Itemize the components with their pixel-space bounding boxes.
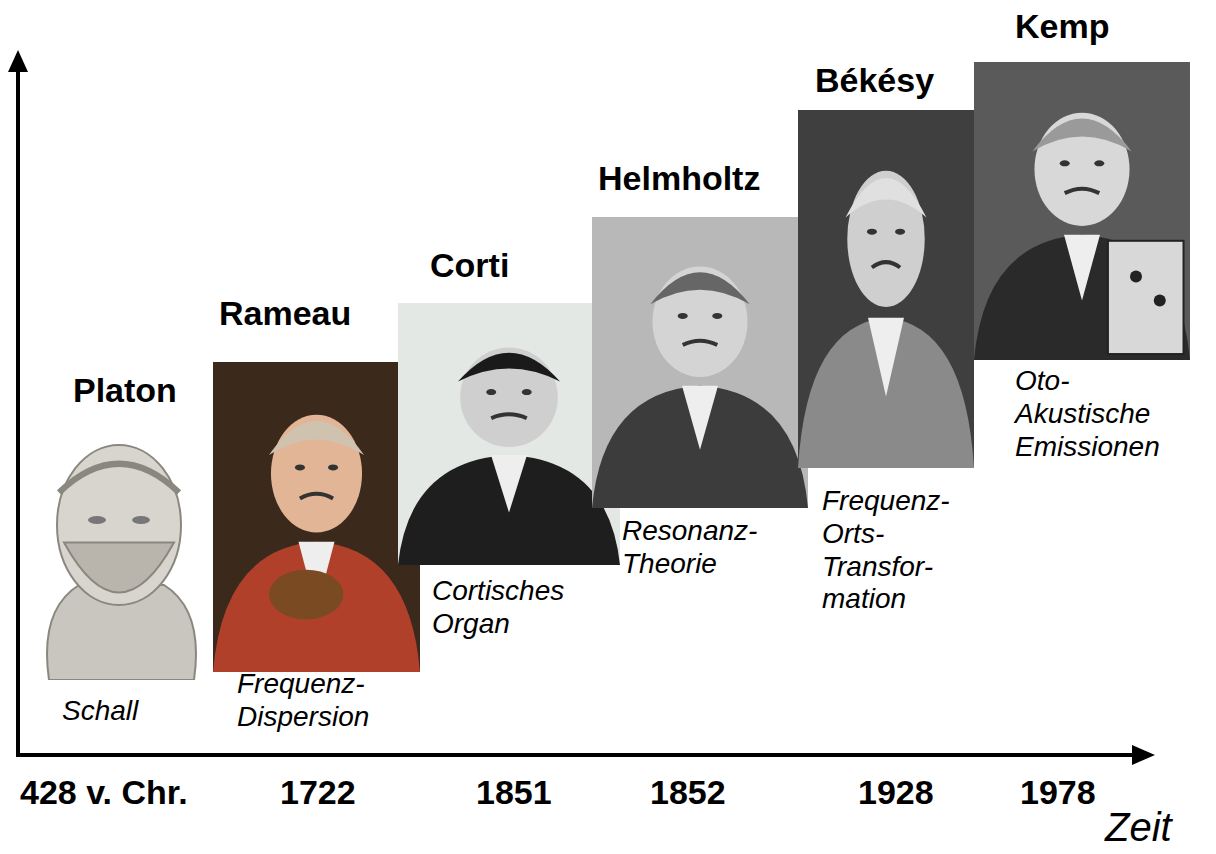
topic-caption: Oto- Akustische Emissionen (1015, 365, 1160, 463)
topic-caption: Frequenz- Orts- Transfor- mation (822, 485, 950, 616)
year-label: 428 v. Chr. (20, 774, 188, 811)
year-label: 1852 (650, 774, 726, 811)
year-label: 1722 (280, 774, 356, 811)
person-name: Békésy (815, 62, 934, 99)
year-label: 1928 (858, 774, 934, 811)
year-label: 1978 (1020, 774, 1096, 811)
portrait-box: KempOto- Akustische Emissionen (974, 62, 1190, 360)
person-name: Helmholtz (598, 160, 760, 197)
portrait-picture (25, 430, 213, 680)
portrait-box: HelmholtzResonanz- Theorie (592, 217, 808, 508)
axis-arrowhead (8, 50, 28, 72)
portrait-picture (213, 362, 420, 672)
person-name: Rameau (219, 295, 351, 332)
topic-caption: Schall (62, 695, 138, 728)
topic-caption: Frequenz- Dispersion (237, 668, 369, 734)
topic-caption: Cortisches Organ (432, 575, 564, 641)
portrait-box: CortiCortisches Organ (398, 303, 620, 565)
topic-caption: Resonanz- Theorie (622, 515, 757, 581)
portrait-picture (974, 62, 1190, 360)
person-name: Corti (430, 247, 509, 284)
portrait-box: RameauFrequenz- Dispersion (213, 362, 420, 672)
portrait-box: BékésyFrequenz- Orts- Transfor- mation (798, 110, 974, 468)
year-label: 1851 (476, 774, 552, 811)
person-name: Platon (73, 372, 177, 409)
portrait-picture (798, 110, 974, 468)
axis-arrowhead (1132, 745, 1155, 765)
time-axis (16, 753, 1135, 757)
portrait-picture (398, 303, 620, 565)
vertical-axis (16, 68, 20, 755)
portrait-picture (592, 217, 808, 508)
axis-label: Zeit (1105, 805, 1172, 849)
person-name: Kemp (1015, 8, 1109, 45)
portrait-box: PlatonSchall (25, 430, 213, 680)
